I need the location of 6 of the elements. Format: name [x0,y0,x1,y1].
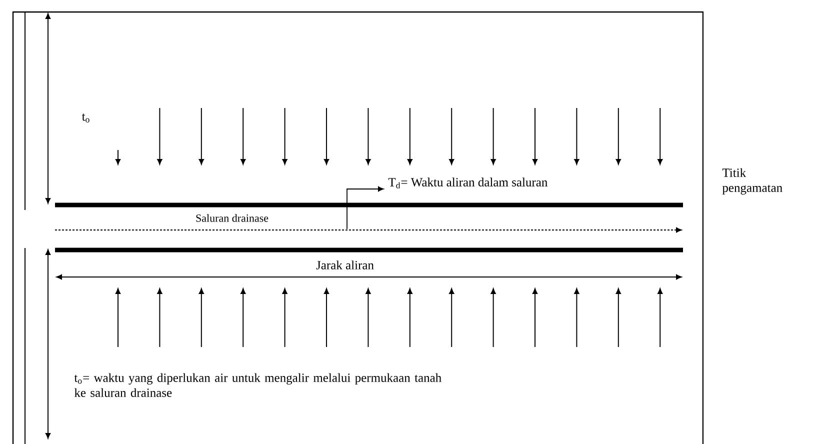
channel-label: Saluran drainase [196,214,268,222]
symbol-label: t$_{o}$ [82,114,90,122]
annotation: T$_{d}$= Waktu aliran dalam saluran [388,178,548,188]
annotation: Titik pengamatan [722,168,782,195]
dimension-label: Jarak aliran [316,260,374,270]
annotation: t$_{o}$= waktu yang diperlukan air untuk mengalir melalui permukaan tanah ke saluran drainase [74,373,442,397]
